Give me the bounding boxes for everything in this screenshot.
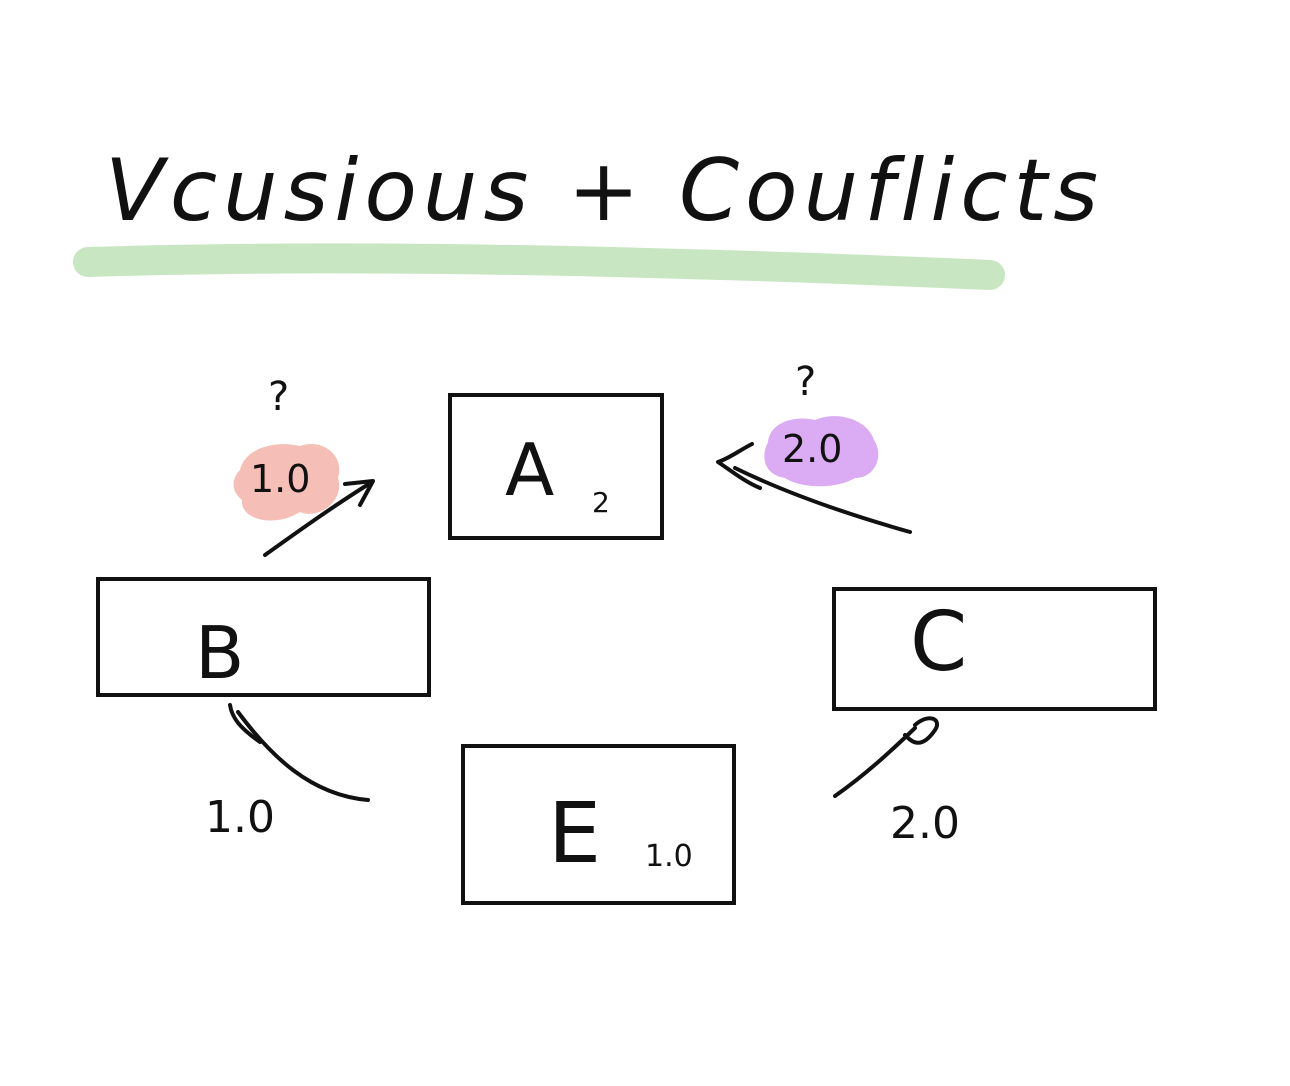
node-e: E 1.0 (461, 744, 736, 905)
node-e-box (461, 744, 736, 905)
node-b-label: B (195, 611, 244, 695)
edge-e-to-c-label: 2.0 (890, 798, 960, 849)
edge-e-to-b-label: 1.0 (205, 792, 275, 843)
edge-c-to-a-line (733, 466, 912, 534)
diagram-title: Vcusious + Couflicts (105, 141, 1104, 241)
edge-e-to-c-line (833, 726, 917, 798)
edge-b-to-a-label: 1.0 (250, 457, 310, 501)
edge-b-to-a-highlight (233, 443, 340, 521)
node-a-subscript: 2 (592, 486, 610, 519)
node-c-label: C (910, 595, 967, 690)
node-c-box (832, 587, 1157, 711)
edge-c-to-a-question: ? (795, 359, 816, 405)
edge-e-to-b-line (236, 710, 370, 802)
edge-e-to-c: 2.0 (833, 716, 960, 849)
node-c: C (832, 587, 1157, 711)
edge-c-to-a-arrowhead (716, 442, 762, 490)
node-b: B (96, 577, 431, 697)
edge-e-to-c-arrowhead (903, 716, 939, 745)
edge-c-to-a-label: 2.0 (782, 427, 842, 471)
node-a: A 2 (448, 393, 664, 540)
edge-c-to-a-highlight (764, 416, 879, 487)
node-e-label: E (548, 784, 601, 882)
edge-b-to-a-arrowhead (343, 479, 375, 507)
node-e-subscript: 1.0 (645, 839, 693, 874)
node-b-box (96, 577, 431, 697)
edge-b-to-a: ? 1.0 (233, 374, 375, 557)
edge-e-to-b-arrowhead (228, 703, 262, 744)
title-underline (73, 243, 1005, 290)
node-a-box (448, 393, 664, 540)
edge-c-to-a: ? 2.0 (716, 359, 912, 534)
edge-b-to-a-line (263, 480, 374, 557)
edge-e-to-b: 1.0 (205, 703, 370, 843)
edge-b-to-a-question: ? (268, 374, 289, 420)
node-a-label: A (505, 428, 554, 512)
